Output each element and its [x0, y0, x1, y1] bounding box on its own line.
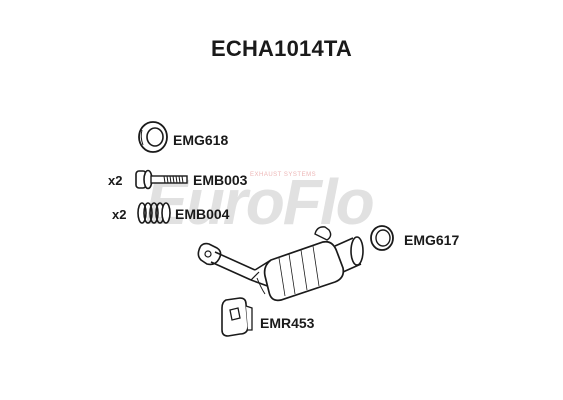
- part-label-emb003: EMB003: [193, 172, 248, 188]
- part-label-emb004: EMB004: [175, 206, 230, 222]
- qty-emb004: x2: [112, 207, 127, 222]
- bolt-emb003-drawing: [135, 169, 188, 190]
- qty-emb003: x2: [108, 173, 123, 188]
- spring-emb004-drawing: [137, 202, 171, 224]
- catalytic-converter-drawing: [197, 226, 364, 302]
- watermark-tagline: EXHAUST SYSTEMS: [250, 172, 317, 178]
- gasket-emg617-drawing: [370, 225, 394, 251]
- kit-title: ECHA1014TA: [211, 36, 352, 61]
- part-label-emg618: EMG618: [173, 132, 229, 148]
- gasket-emg618-drawing: [138, 121, 168, 153]
- rubber-mount-emr453-drawing: [221, 297, 253, 337]
- part-label-emr453: EMR453: [260, 315, 315, 331]
- part-label-emg617: EMG617: [404, 232, 460, 248]
